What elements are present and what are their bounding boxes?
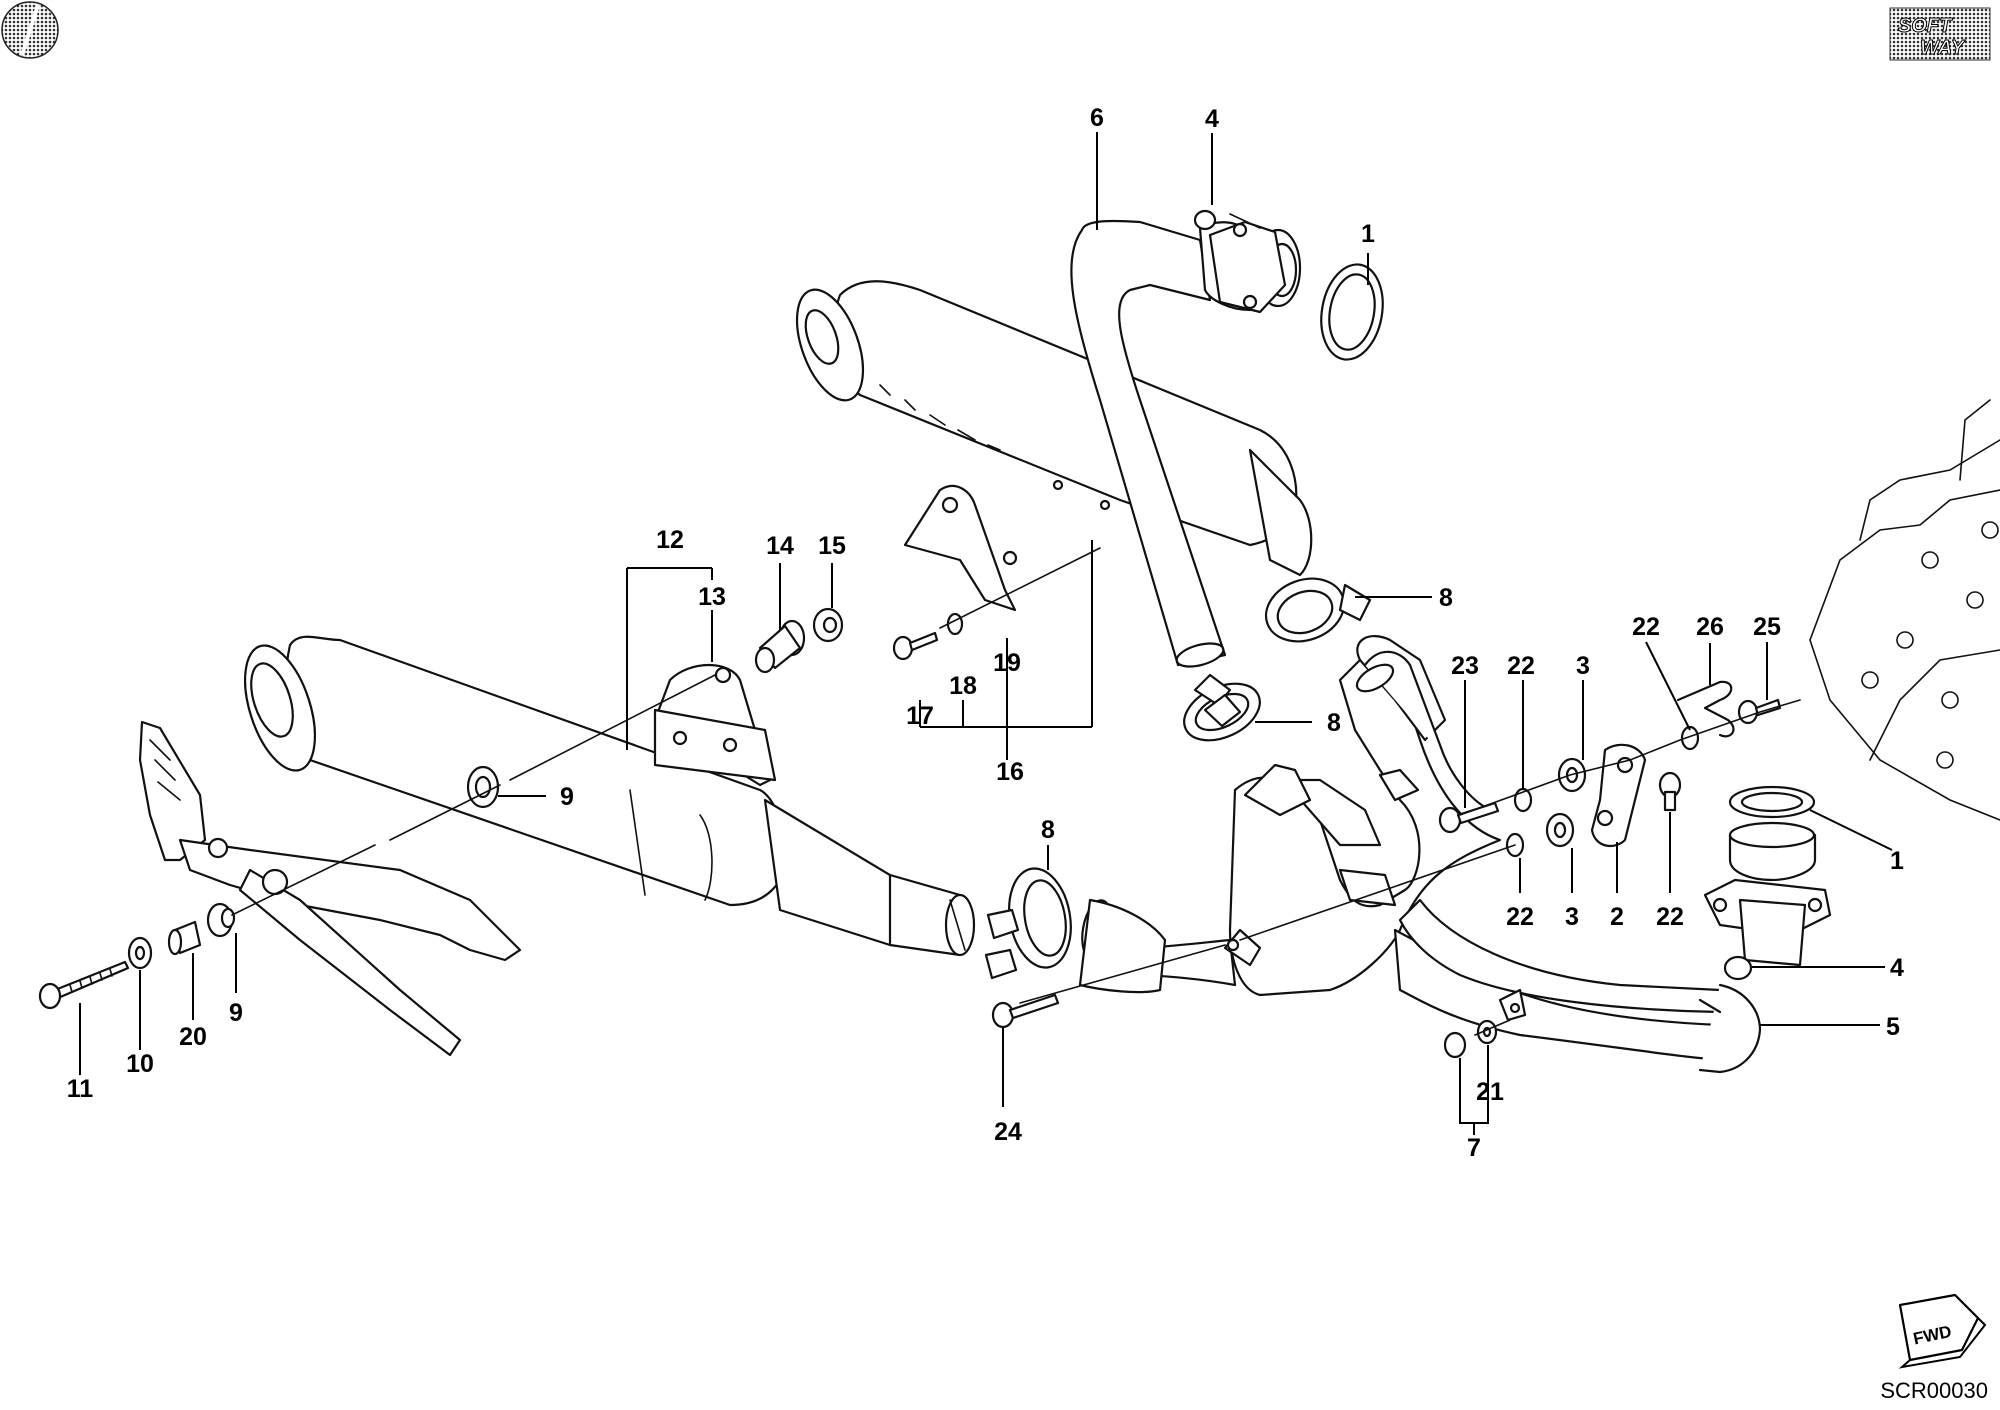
callout-18: 18 [949,672,977,700]
callout-2: 2 [1610,903,1624,931]
grommet-9a [206,902,236,938]
nut-15 [812,607,844,643]
callout-12: 12 [656,526,684,554]
callout-10: 10 [126,1050,154,1078]
silencer-mount-bracket [653,663,777,787]
callout-8: 8 [1327,709,1341,737]
grommet-9b [466,765,500,809]
callout-4: 4 [1890,954,1904,982]
callout-26: 26 [1696,613,1724,641]
bolt-11 [38,960,130,1010]
reference-code: SCR00030 [1880,1378,1988,1403]
washer-10 [127,936,153,970]
collector-pipe [1078,635,1762,1074]
washer-18 [946,612,964,636]
callout-numbers: 6 4 1 8 12 13 14 15 17 18 19 16 9 8 23 2… [67,104,1904,1162]
callout-17: 17 [906,702,934,730]
bracket-2 [1590,743,1647,848]
silencer-left [244,635,976,957]
callout-9: 9 [560,783,574,811]
callout-24: 24 [994,1118,1022,1146]
nut-4b [1723,955,1753,981]
callout-22: 22 [1632,613,1660,641]
callout-13: 13 [698,583,726,611]
silencer-upper-bracket [903,479,1111,612]
softway-logo: SOFT WAY [1889,7,1991,61]
callout-8: 8 [1439,584,1453,612]
callout-21: 21 [1476,1078,1504,1106]
callout-3: 3 [1565,903,1579,931]
brand-badge-icon [1,1,59,59]
spacer-20 [167,920,202,956]
callout-8: 8 [1041,816,1055,844]
rear-head-flange [1703,785,1832,967]
callout-22: 22 [1656,903,1684,931]
callout-9: 9 [229,999,243,1027]
silencer-right [795,280,1372,643]
callout-11: 11 [67,1075,94,1103]
washer-22b [1680,725,1700,751]
callout-4: 4 [1205,105,1219,133]
callout-6: 6 [1090,104,1104,132]
callout-20: 20 [179,1023,207,1051]
clamp-upper-pipe [1183,673,1261,742]
footrest-bracket [138,720,522,1057]
spacer-14 [754,619,806,674]
spring-clip-26 [1676,680,1735,738]
callout-25: 25 [1753,613,1781,641]
callout-22: 22 [1506,903,1534,931]
nut-3b [1545,812,1575,848]
bolt-22d [1658,771,1682,812]
callout-16: 16 [996,758,1024,786]
svg-text:SOFT: SOFT [1898,15,1953,37]
callout-22: 22 [1507,652,1535,680]
callout-23: 23 [1451,652,1479,680]
bolt-21 [1443,1019,1498,1059]
bolt-24 [991,993,1060,1029]
leader-lines [79,132,1893,1135]
callout-3: 3 [1576,652,1590,680]
callout-15: 15 [818,532,846,560]
header-pipe-upper [1070,209,1384,668]
forward-arrow-icon: FWD [1898,1293,1987,1369]
bolt-17 [892,631,939,661]
svg-text:WAY: WAY [1920,37,1966,59]
clamp-silencer-joint [984,867,1072,980]
callout-5: 5 [1886,1013,1900,1041]
callout-1: 1 [1361,220,1375,248]
callout-14: 14 [766,532,794,560]
bolt-23 [1438,801,1500,834]
callout-7: 7 [1467,1134,1481,1162]
engine-crankcase [1809,399,2000,821]
callout-19: 19 [993,649,1021,677]
callout-1: 1 [1890,847,1904,875]
